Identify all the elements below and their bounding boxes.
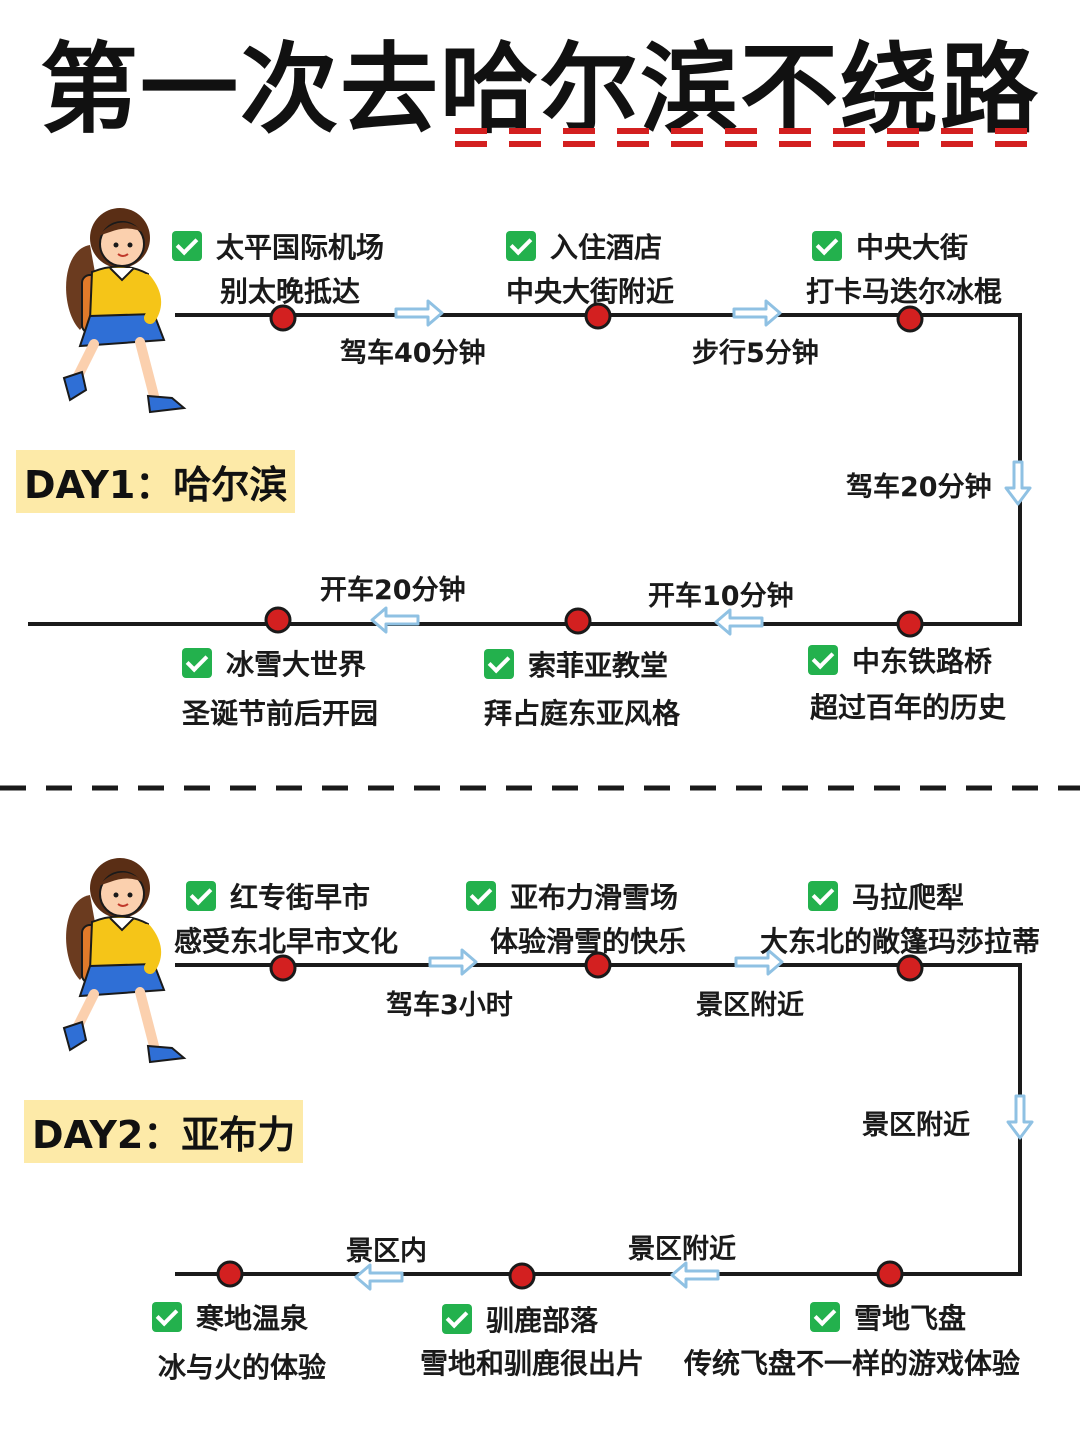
stop-title: 驯鹿部落: [486, 1304, 599, 1337]
arrow-icon: [732, 299, 782, 327]
route-stop-dot: [508, 1262, 536, 1290]
travel-time: 驾车40分钟: [340, 338, 486, 369]
route-stop-dot: [264, 606, 292, 634]
stop-title: 入住酒店: [550, 231, 663, 264]
route-stop-dot: [876, 1260, 904, 1288]
check-icon: [810, 1302, 840, 1332]
stop-card: 索菲亚教堂: [484, 644, 668, 684]
title-dashed-underline: [455, 128, 1045, 147]
stop-card: 太平国际机场: [172, 226, 384, 266]
arrow-icon: [1006, 1094, 1034, 1140]
arrow-icon: [428, 948, 478, 976]
arrow-icon: [714, 608, 764, 636]
stop-subtitle: 圣诞节前后开园: [182, 697, 379, 730]
stop-card: 红专街早市: [186, 876, 370, 916]
arrow-icon: [1004, 460, 1032, 506]
check-icon: [172, 231, 202, 261]
stop-title: 冰雪大世界: [226, 648, 367, 681]
arrow-icon: [394, 299, 444, 327]
stop-title: 中央大街: [856, 231, 969, 264]
day2-label: DAY2：亚布力: [24, 1100, 304, 1163]
arrow-icon: [354, 1263, 404, 1291]
travel-time: 景区内: [346, 1236, 427, 1267]
travel-time: 景区附近: [628, 1234, 736, 1265]
stop-card: 马拉爬犁: [808, 876, 964, 916]
stop-subtitle: 超过百年的历史: [810, 691, 1007, 724]
route-stop-dot: [269, 954, 297, 982]
stop-subtitle: 打卡马迭尔冰棍: [806, 275, 1003, 308]
stop-title: 亚布力滑雪场: [510, 881, 679, 914]
route-stop-dot: [584, 951, 612, 979]
route-stop-dot: [896, 305, 924, 333]
girl-illustration: [62, 208, 187, 414]
day1-label: DAY1：哈尔滨: [16, 450, 296, 513]
stop-subtitle: 雪地和驯鹿很出片: [420, 1347, 645, 1380]
stop-title: 寒地温泉: [196, 1302, 309, 1335]
travel-time: 开车20分钟: [320, 575, 466, 606]
check-icon: [152, 1302, 182, 1332]
route-stop-dot: [564, 607, 592, 635]
check-icon: [506, 231, 536, 261]
stop-card: 冰雪大世界: [182, 643, 366, 683]
stop-title: 雪地飞盘: [854, 1302, 967, 1335]
stop-subtitle: 中央大街附近: [506, 275, 675, 308]
check-icon: [466, 881, 496, 911]
route-stop-dot: [269, 304, 297, 332]
check-icon: [186, 881, 216, 911]
stop-title: 红专街早市: [230, 881, 371, 914]
travel-time: 驾车20分钟: [846, 472, 992, 503]
stop-card: 驯鹿部落: [442, 1299, 598, 1339]
stop-subtitle: 冰与火的体验: [158, 1351, 327, 1384]
travel-time: 开车10分钟: [648, 581, 794, 612]
route-stop-dot: [896, 610, 924, 638]
check-icon: [182, 648, 212, 678]
arrow-icon: [370, 606, 420, 634]
stop-card: 寒地温泉: [152, 1297, 308, 1337]
arrow-icon: [670, 1261, 720, 1289]
route-stop-dot: [896, 954, 924, 982]
check-icon: [812, 231, 842, 261]
stop-card: 亚布力滑雪场: [466, 876, 678, 916]
stop-subtitle: 感受东北早市文化: [174, 925, 399, 958]
travel-time: 驾车3小时: [386, 990, 513, 1021]
stop-card: 入住酒店: [506, 226, 662, 266]
travel-time: 景区附近: [862, 1110, 970, 1141]
girl-illustration: [62, 858, 187, 1064]
stop-title: 马拉爬犁: [852, 881, 965, 914]
stop-subtitle: 体验滑雪的快乐: [490, 925, 687, 958]
stop-subtitle: 大东北的敞篷玛莎拉蒂: [760, 925, 1041, 958]
travel-time: 步行5分钟: [692, 338, 819, 369]
stop-card: 雪地飞盘: [810, 1297, 966, 1337]
route-stop-dot: [584, 302, 612, 330]
stop-card: 中央大街: [812, 226, 968, 266]
check-icon: [808, 645, 838, 675]
stop-title: 太平国际机场: [216, 231, 385, 264]
stop-title: 索菲亚教堂: [528, 649, 669, 682]
stop-title: 中东铁路桥: [852, 645, 993, 678]
stop-subtitle: 拜占庭东亚风格: [484, 697, 681, 730]
check-icon: [442, 1304, 472, 1334]
check-icon: [484, 649, 514, 679]
stop-card: 中东铁路桥: [808, 640, 992, 680]
travel-time: 景区附近: [696, 990, 804, 1021]
stop-subtitle: 传统飞盘不一样的游戏体验: [684, 1347, 1021, 1380]
route-stop-dot: [216, 1260, 244, 1288]
stop-subtitle: 别太晚抵达: [220, 275, 361, 308]
check-icon: [808, 881, 838, 911]
